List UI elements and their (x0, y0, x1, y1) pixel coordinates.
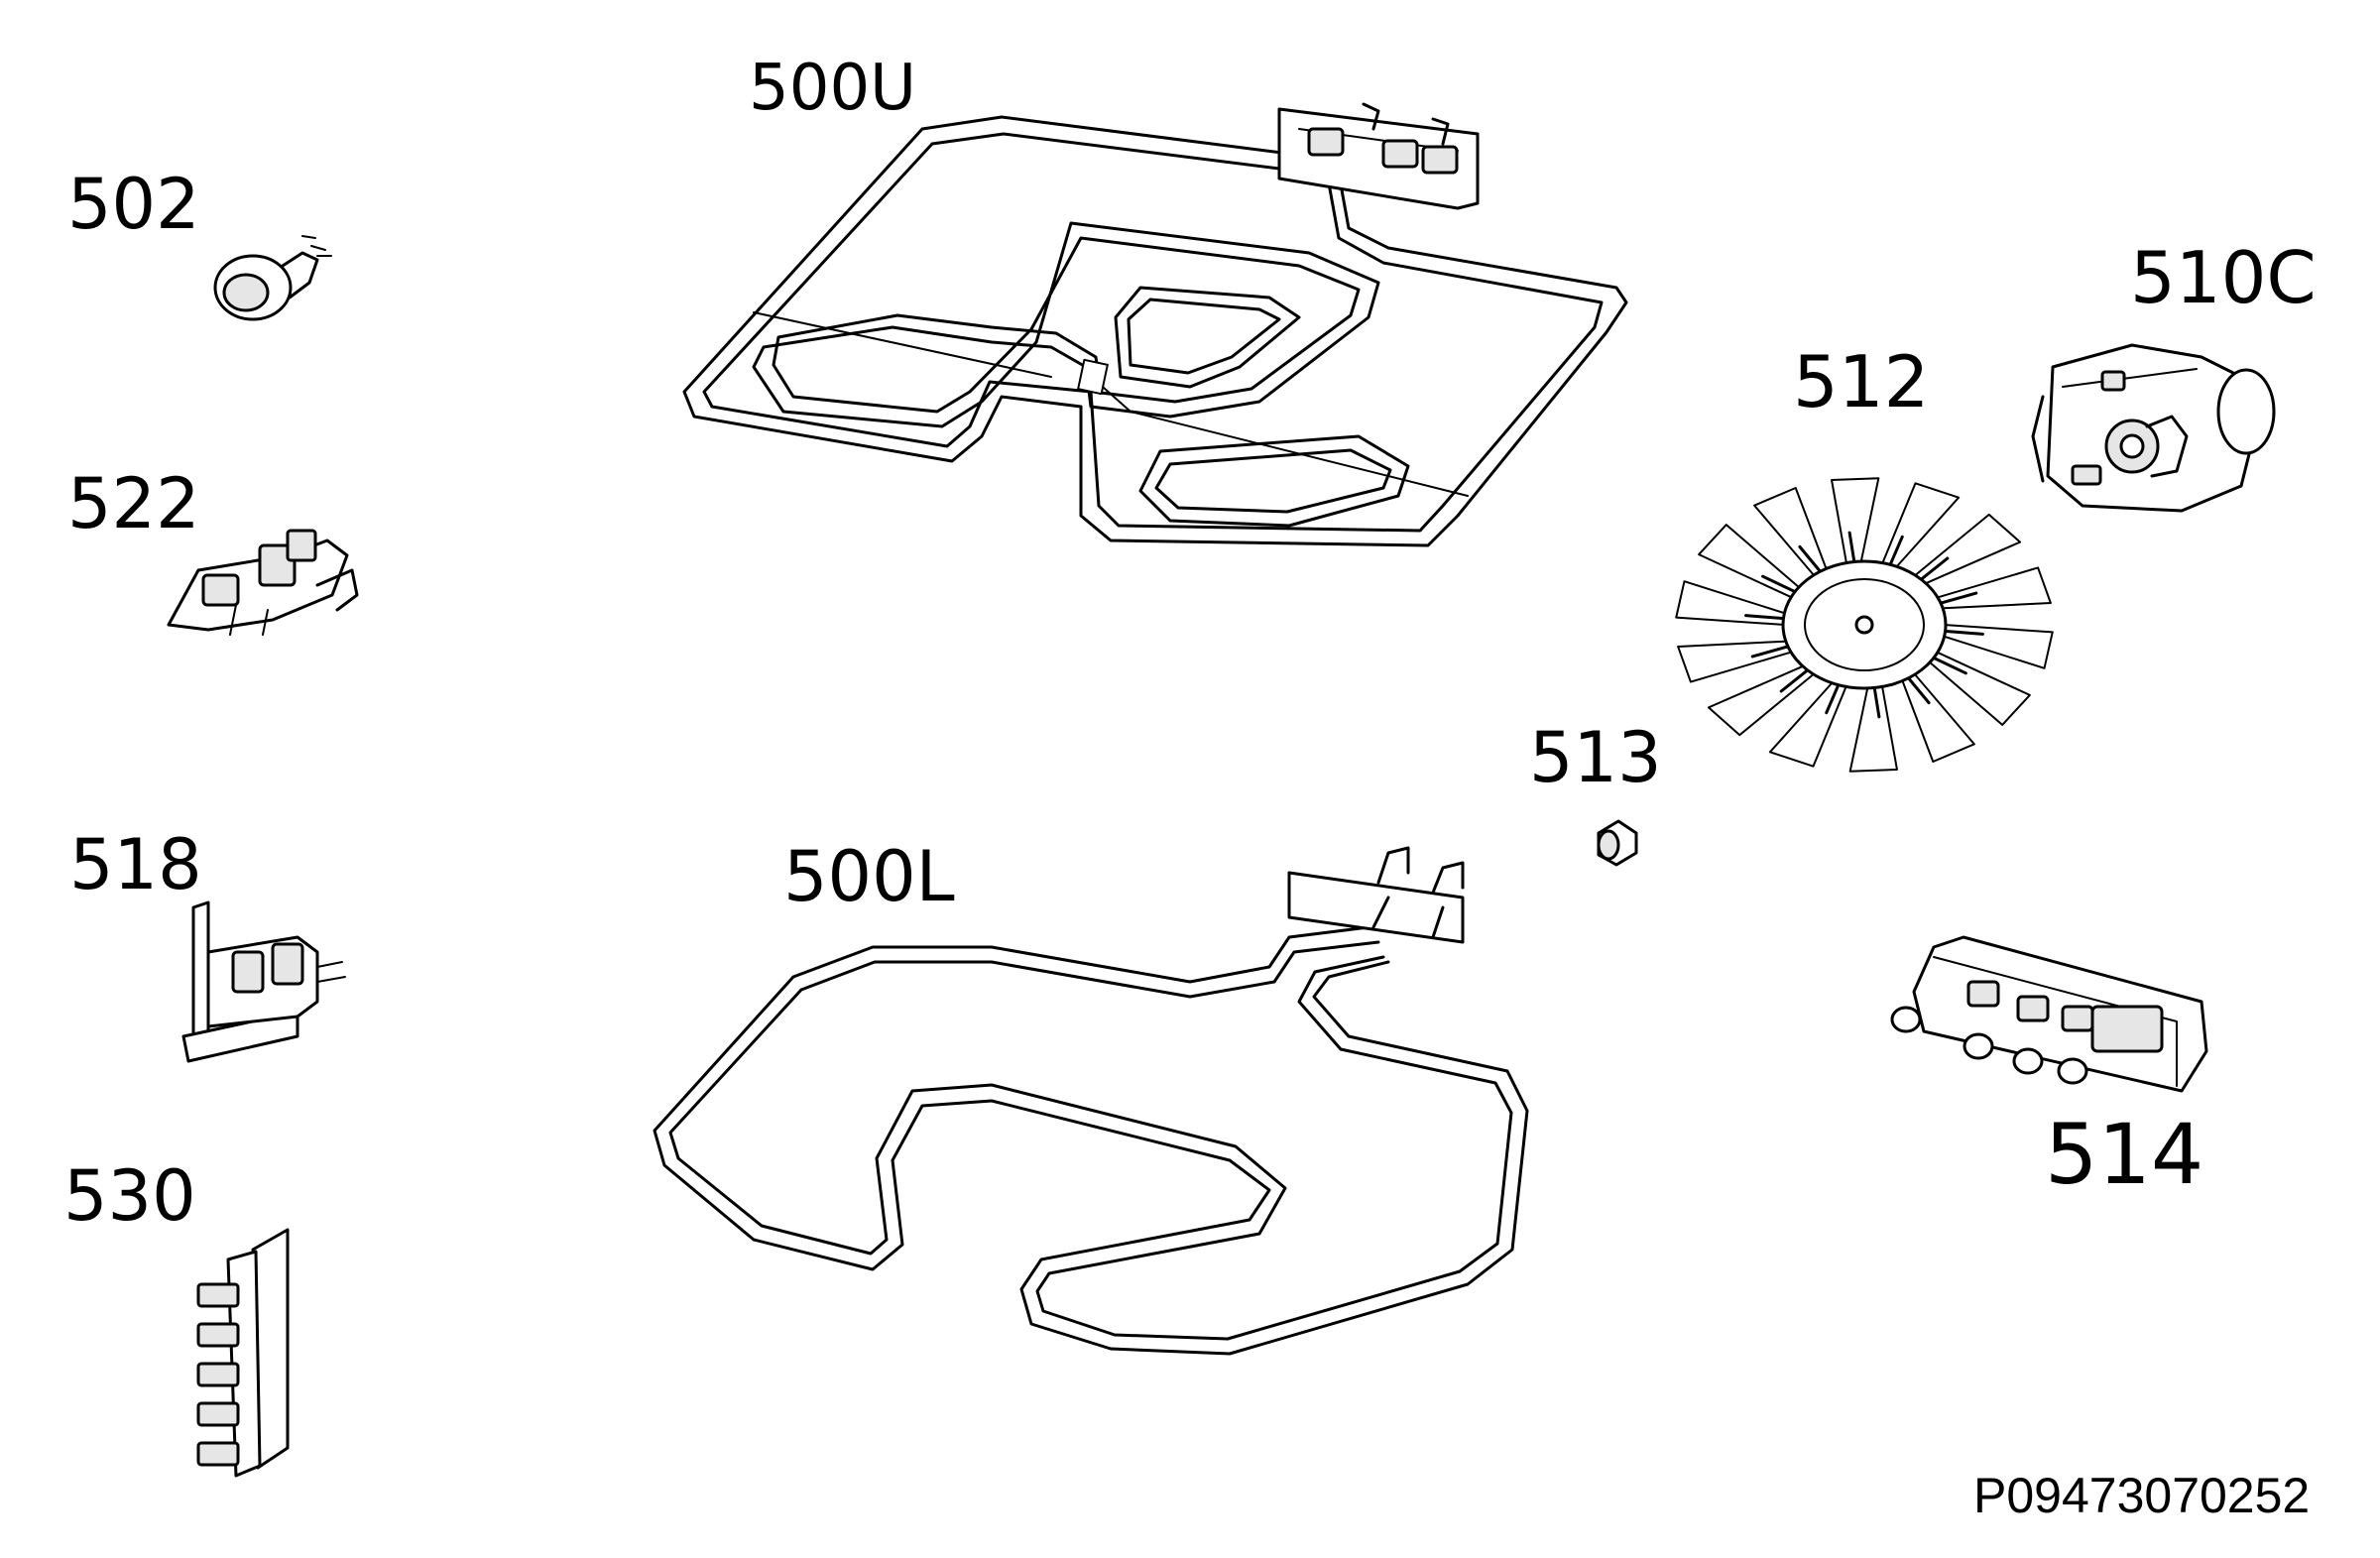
callout-500L: 500L (783, 836, 955, 917)
callout-530: 530 (63, 1155, 196, 1237)
callout-518: 518 (69, 824, 202, 905)
fan-blade-vane (1935, 566, 2052, 610)
fan-blade-icon (1675, 477, 2054, 773)
callout-513: 513 (1529, 717, 1662, 798)
callout-502: 502 (67, 164, 200, 245)
switch-connector-icon (167, 529, 359, 636)
callout-514: 514 (2045, 1106, 2203, 1203)
fan-motor-icon (2031, 343, 2276, 513)
fan-blade-vane (1848, 683, 1898, 773)
switch-block-icon (1890, 935, 2208, 1093)
callout-512: 512 (1793, 340, 1929, 423)
fan-hub (1781, 559, 1948, 690)
fan-shaft-hole (1854, 615, 1874, 635)
callout-510C: 510C (2130, 236, 2317, 319)
thermal-cutout-bracket-icon (181, 900, 346, 1063)
callout-522: 522 (67, 463, 200, 544)
upper-grill-heating-element-icon (682, 102, 1628, 547)
lower-heating-element-icon (653, 846, 1529, 1356)
fan-hub-ring (1804, 578, 1925, 671)
lamp-cap-icon (1597, 819, 1638, 867)
callout-500U: 500U (749, 52, 916, 125)
fan-blade-vane (1831, 477, 1880, 566)
thermostat-knob-icon (213, 235, 332, 321)
document-number: P09473070252 (1973, 1468, 2310, 1523)
fan-blade-vane (1677, 640, 1794, 683)
terminal-block-icon (196, 1228, 290, 1478)
